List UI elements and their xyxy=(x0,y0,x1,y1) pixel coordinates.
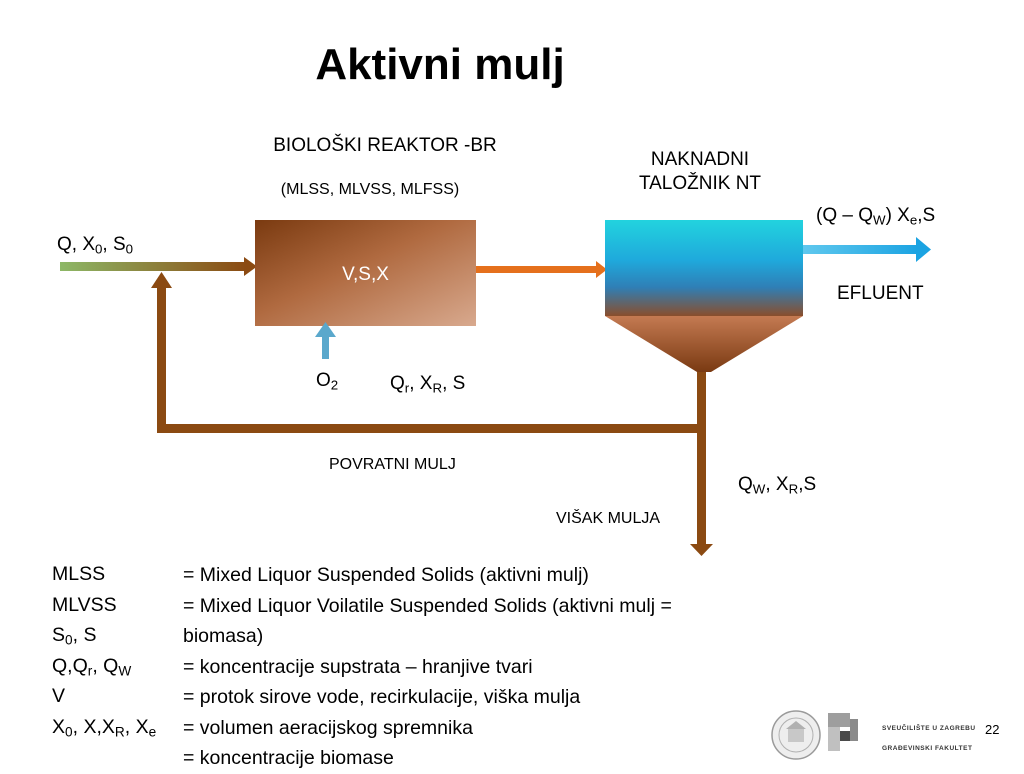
effluent-arrow xyxy=(803,237,931,262)
effluent-flow-label: (Q – QW) Xe,S xyxy=(816,205,936,228)
reactor-to-settler-arrow xyxy=(476,261,607,278)
faculty-name: GRAĐEVINSKI FAKULTET xyxy=(882,745,973,752)
reactor-content-label: V,S,X xyxy=(342,264,389,285)
legend-definition: = koncentracije supstrata – hranjive tva… xyxy=(183,655,533,678)
legend-term: V xyxy=(52,685,66,707)
university-logos xyxy=(771,710,858,760)
settler-title: NAKNADNI TALOŽNIK NT xyxy=(638,149,762,194)
legend-definition: = volumen aeracijskog spremnika xyxy=(183,716,473,739)
secondary-settler-tank xyxy=(605,220,803,372)
university-seal-icon xyxy=(771,710,821,760)
legend-term: MLSS xyxy=(52,563,106,585)
return-sludge-line xyxy=(151,272,706,433)
return-sludge-label: POVRATNI MULJ xyxy=(329,456,456,473)
legend-definition: = protok sirove vode, recirkulacije, viš… xyxy=(183,686,581,708)
legend-term: S0, S xyxy=(52,624,97,648)
faculty-logo-icon xyxy=(828,713,858,751)
legend-term: X0, X,XR, Xe xyxy=(52,715,157,739)
legend-term: Q,Qr, QW xyxy=(52,654,132,678)
page-number: 22 xyxy=(985,722,1000,737)
oxygen-label: O2 xyxy=(316,370,339,393)
legend-terms: MLSS MLVSS S0, S Q,Qr, QW V X0, X,XR, Xe xyxy=(52,559,156,742)
excess-sludge-label: VIŠAK MULJA xyxy=(556,510,661,527)
legend-definition: = Mixed Liquor Suspended Solids (aktivni… xyxy=(183,564,589,586)
effluent-label: EFLUENT xyxy=(837,283,924,304)
legend-definition: = koncentracije biomase xyxy=(183,747,394,769)
reactor-subtitle: (MLSS, MLVSS, MLFSS) xyxy=(280,181,460,198)
oxygen-arrow xyxy=(315,322,336,359)
waste-sludge-arrow xyxy=(690,368,713,556)
influent-arrow xyxy=(60,257,257,276)
legend-definition: = Mixed Liquor Voilatile Suspended Solid… xyxy=(183,594,672,617)
legend-definitions: = Mixed Liquor Suspended Solids (aktivni… xyxy=(183,560,672,774)
legend-term: MLVSS xyxy=(52,593,117,616)
recycle-flow-label: Qr, XR, S xyxy=(390,373,466,396)
influent-label: Q, X0, S0 xyxy=(57,234,134,257)
waste-flow-label: QW, XR,S xyxy=(738,474,817,497)
legend-definition: biomasa) xyxy=(183,625,264,647)
reactor-title: BIOLOŠKI REAKTOR -BR xyxy=(273,135,497,156)
bioreactor-tank xyxy=(255,220,476,326)
page-title: Aktivni mulj xyxy=(315,40,565,89)
university-name: SVEUČILIŠTE U ZAGREBU xyxy=(882,725,976,732)
